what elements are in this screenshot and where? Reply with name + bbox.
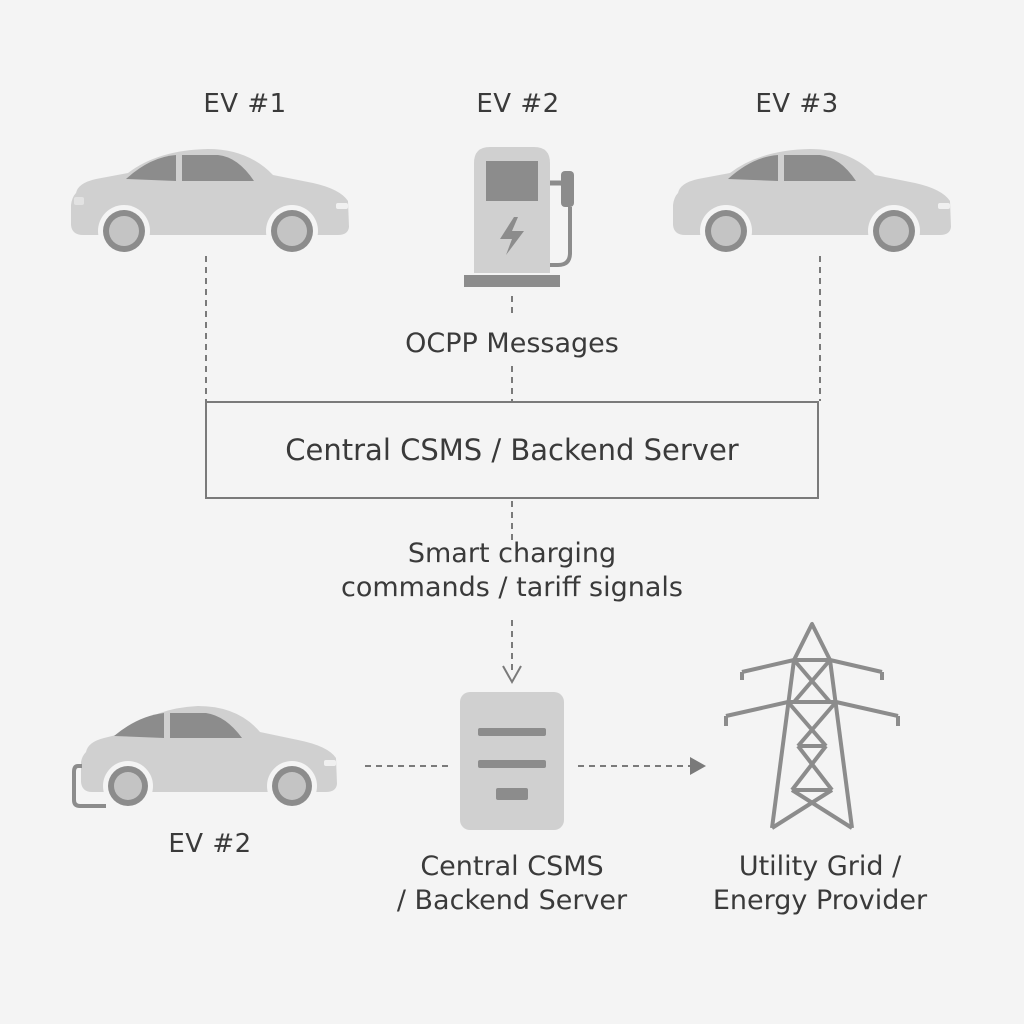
- utility-grid-label-line2: Energy Provider: [712, 884, 928, 916]
- server-icon: [460, 692, 564, 830]
- smart-charging-label: Smart charging commands / tariff signals: [300, 537, 724, 605]
- central-csms-label: Central CSMS / Backend Server: [352, 850, 672, 918]
- central-server-box-label: Central CSMS / Backend Server: [285, 433, 739, 467]
- smart-charging-label-line1: Smart charging: [407, 538, 617, 569]
- central-csms-label-line1: Central CSMS: [420, 851, 604, 882]
- smart-charging-label-line2: commands / tariff signals: [341, 571, 683, 603]
- car-icon: [71, 149, 349, 257]
- utility-grid-label-line1: Utility Grid /: [738, 851, 902, 882]
- right-arrow-head: [690, 757, 706, 775]
- central-server-box: Central CSMS / Backend Server: [205, 401, 819, 499]
- plugged-car-icon: [72, 706, 337, 811]
- central-csms-label-line2: / Backend Server: [396, 884, 628, 916]
- car-icon: [673, 149, 951, 257]
- power-pylon-icon: [724, 622, 900, 830]
- ocpp-messages-label: OCPP Messages: [405, 328, 619, 359]
- ev1-label: EV #1: [203, 89, 287, 119]
- ev3-label: EV #3: [755, 89, 839, 119]
- charging-station-icon: [464, 147, 574, 287]
- ev2-bottom-label: EV #2: [168, 829, 252, 859]
- ev2-top-label: EV #2: [476, 89, 560, 119]
- down-arrow-head: [502, 665, 522, 685]
- utility-grid-label: Utility Grid / Energy Provider: [680, 850, 960, 918]
